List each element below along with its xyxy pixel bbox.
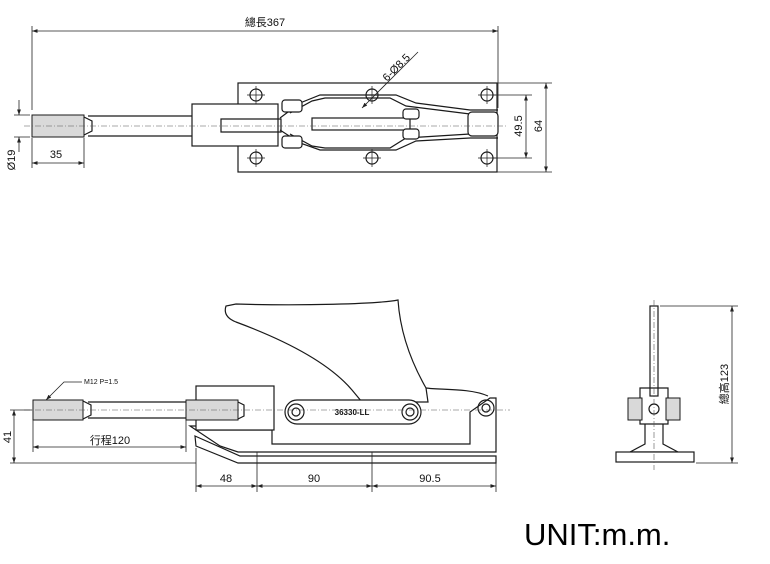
side-link-bar xyxy=(284,399,422,425)
dim-base-offset-1: 48 xyxy=(220,473,232,485)
top-view: 總長367 6-Ø8.5 49.5 64 Ø19 35 xyxy=(6,15,552,173)
side-view: 36330-LL M12 P=1.5 41 行程120 48 90 90.5 xyxy=(2,299,510,492)
dim-base-width: 64 xyxy=(533,120,545,132)
dim-hole-spacing: 49.5 xyxy=(513,115,525,136)
dim-overall-length: 總長367 xyxy=(245,15,285,29)
side-plunger-rod xyxy=(88,401,186,419)
unit-label: UNIT:m.m. xyxy=(524,517,670,552)
dim-stroke: 行程120 xyxy=(90,434,130,447)
dim-base-offset-3: 90.5 xyxy=(419,473,440,485)
side-handle xyxy=(224,299,429,403)
dim-base-offset-2: 90 xyxy=(308,473,320,485)
dim-holes: 6-Ø8.5 xyxy=(381,52,413,84)
top-plunger-housing xyxy=(191,103,279,147)
dim-plunger-length: 35 xyxy=(50,149,62,161)
dim-thread: M12 P=1.5 xyxy=(84,379,118,386)
end-base xyxy=(615,451,695,463)
end-view: 總高123 xyxy=(615,300,738,470)
model-label: 36330-LL xyxy=(335,408,370,417)
top-plunger-rod xyxy=(88,115,192,137)
dim-height: 41 xyxy=(2,431,14,443)
dim-overall-height: 總高123 xyxy=(717,364,731,404)
dim-plunger-diameter: Ø19 xyxy=(6,150,18,171)
